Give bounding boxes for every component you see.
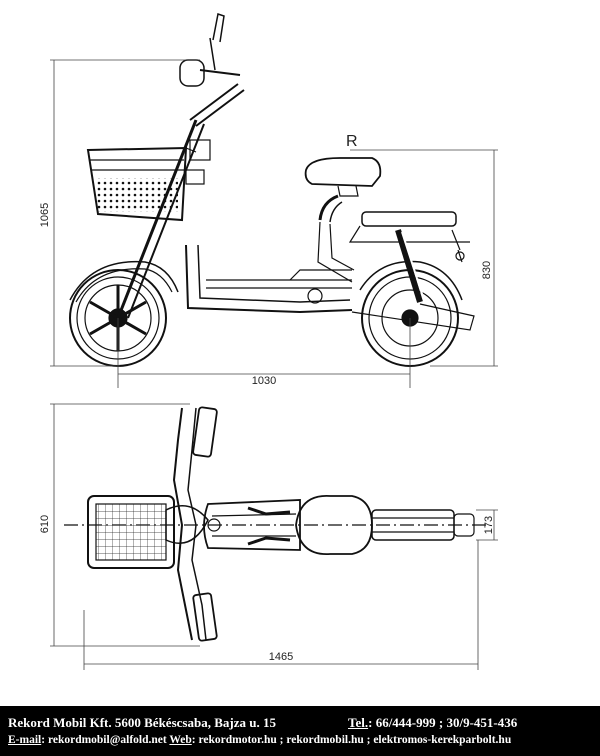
front-wheel bbox=[69, 260, 179, 367]
dim-wheelbase: 1030 bbox=[252, 375, 276, 387]
top-view bbox=[64, 406, 486, 642]
front-basket bbox=[86, 146, 197, 222]
dim-total-length: 1465 bbox=[269, 651, 293, 663]
handlebar bbox=[172, 406, 218, 642]
body-top bbox=[203, 499, 301, 551]
web-label: Web bbox=[169, 734, 192, 746]
dim-total-width: 610 bbox=[39, 515, 51, 533]
email-label: E-mail bbox=[8, 734, 42, 746]
phone-info: Tel.: 66/444-999 ; 30/9-451-436 bbox=[348, 714, 592, 731]
dim-total-height: 1065 bbox=[39, 203, 51, 227]
rack-top bbox=[371, 509, 475, 541]
side-view bbox=[69, 13, 475, 367]
company-address: Rekord Mobil Kft. 5600 Békéscsaba, Bajza… bbox=[8, 715, 276, 730]
side-dimensions bbox=[50, 59, 498, 388]
technical-drawing: 1065 830 1030 1465 610 173 R bbox=[39, 13, 498, 670]
rear-rack bbox=[348, 211, 475, 331]
tel-label: Tel. bbox=[348, 715, 369, 730]
dim-seat-width: 173 bbox=[483, 516, 495, 534]
dim-rear-height: 830 bbox=[481, 261, 493, 279]
footer-bar: Rekord Mobil Kft. 5600 Békéscsaba, Bajza… bbox=[0, 706, 600, 756]
basket-top bbox=[87, 495, 175, 569]
tel-value: : 66/444-999 ; 30/9-451-436 bbox=[368, 715, 518, 730]
top-dimensions bbox=[50, 403, 498, 670]
web-value[interactable]: : rekordmotor.hu ; rekordmobil.hu ; elek… bbox=[191, 734, 512, 746]
email-value[interactable]: : rekordmobil@alfold.net bbox=[41, 734, 167, 746]
frame bbox=[185, 194, 355, 314]
seat bbox=[304, 157, 382, 197]
seat-marker: R bbox=[346, 133, 358, 150]
